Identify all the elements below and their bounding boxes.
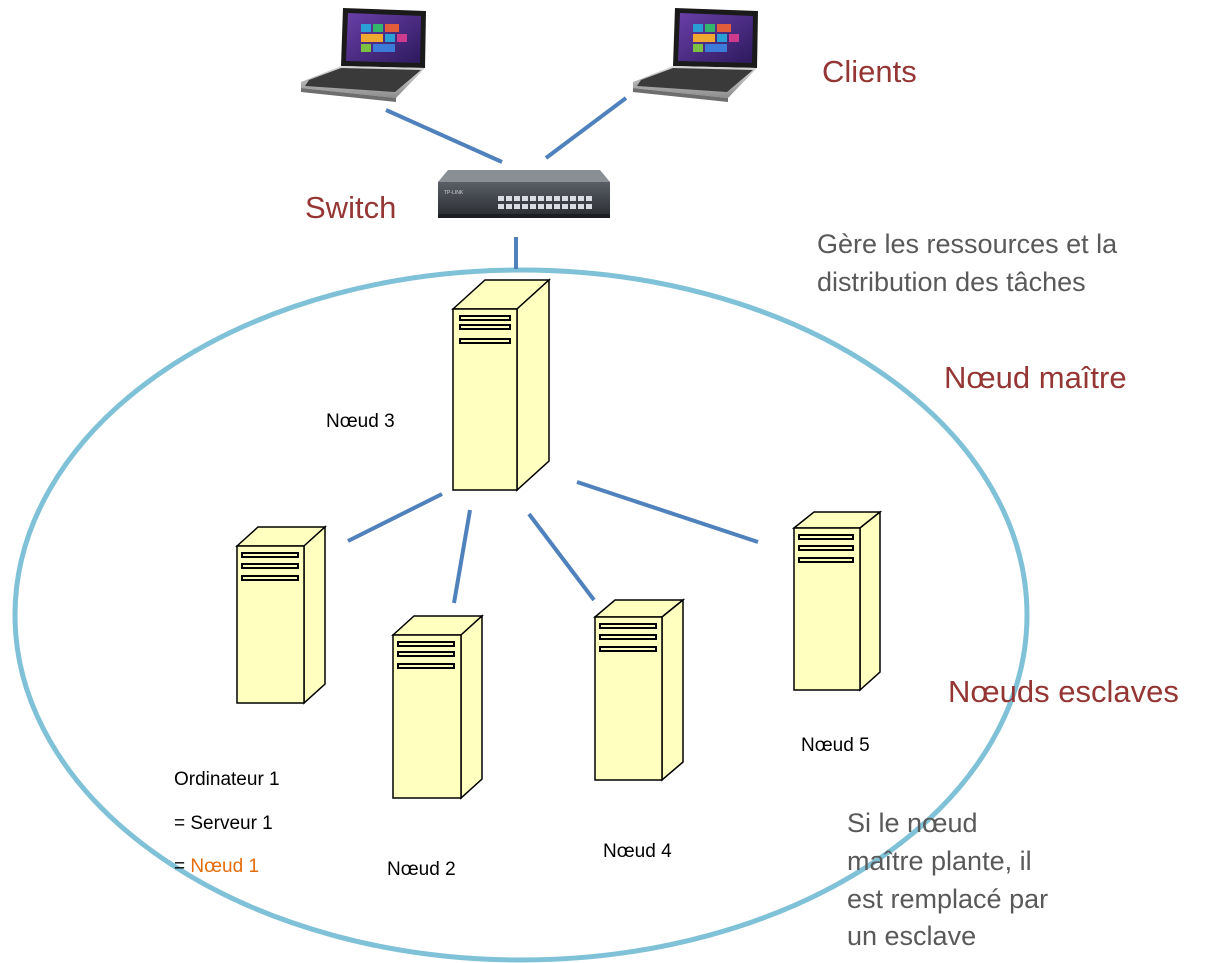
switch-brand-label: TP-LINK [444,190,464,196]
server-icon [451,278,551,492]
master-description: Gère les ressources et la distribution d… [817,229,1118,297]
master-node-label: Nœud maître [944,360,1127,395]
link-laptop2-switch [544,96,628,160]
server-icon [791,510,883,692]
slave-nodes-label: Nœuds esclaves [948,674,1179,709]
link-master-node2 [452,509,472,604]
node1-node-highlight: Nœud 1 [190,856,260,877]
cluster-boundary [12,267,1030,963]
link-laptop1-switch [385,108,503,164]
node4-label: Nœud 4 [603,841,672,862]
link-master-node1 [347,492,443,543]
link-master-node4 [527,512,596,602]
server-icon [391,614,484,800]
server-icon [592,598,686,782]
node1-node-label: = Nœud 1 [174,856,259,878]
laptop-icon [301,8,426,102]
failover-note: Si le nœud maître plante, il est remplac… [847,808,1049,952]
link-master-node5 [576,480,759,544]
network-switch-icon: TP-LINK [438,170,610,218]
server-icon [235,525,327,705]
clients-label: Clients [822,54,917,89]
node3-label: Nœud 3 [326,411,395,432]
node1-computer-label: Ordinateur 1 [174,769,280,790]
node5-label: Nœud 5 [801,735,870,756]
node1-node-prefix: = [174,856,191,877]
switch-label: Switch [305,190,397,225]
node2-label: Nœud 2 [387,859,456,880]
node1-server-label: = Serveur 1 [174,813,273,834]
laptop-icon [633,8,758,102]
